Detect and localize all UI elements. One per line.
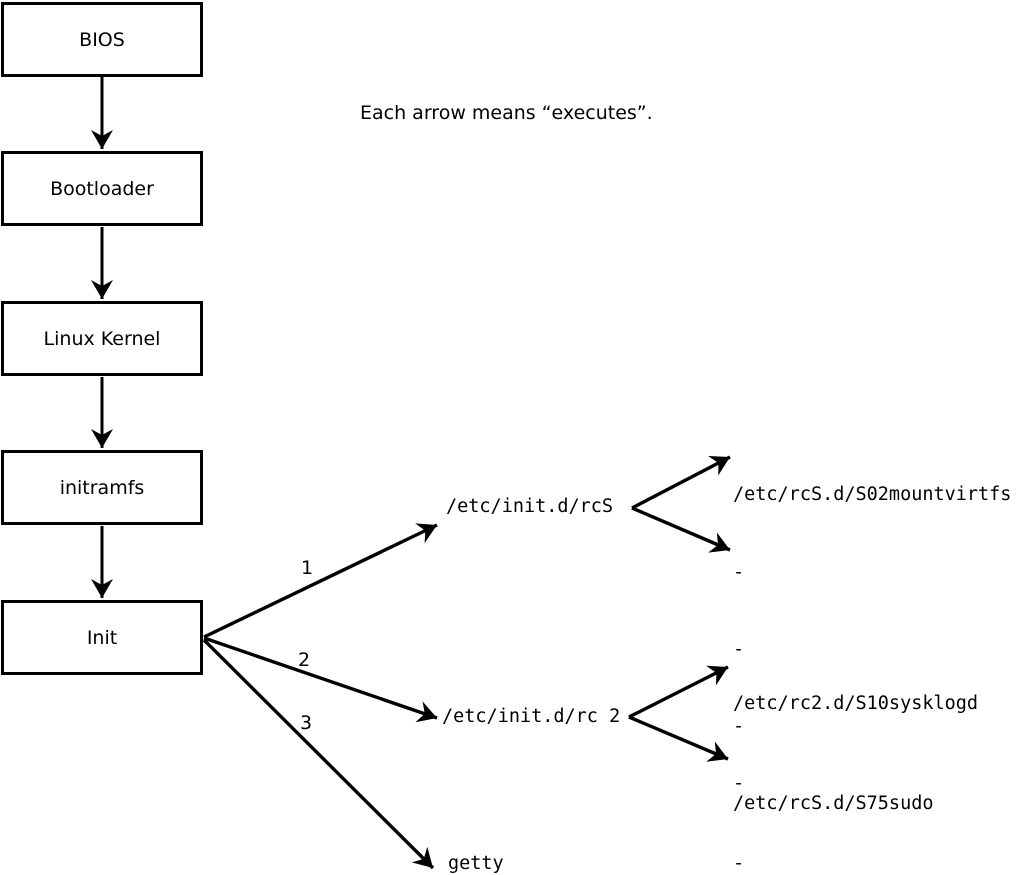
box-bootloader-label: Bootloader — [50, 177, 154, 200]
box-bios: BIOS — [1, 2, 203, 77]
rc2-target-item: - — [733, 772, 745, 794]
box-initramfs-label: initramfs — [59, 476, 145, 499]
box-init-label: Init — [86, 626, 118, 649]
arrow-rc2-to-S10sysklogd — [628, 665, 729, 719]
arrow-rc2-to-S99gdm — [628, 715, 729, 762]
arrow-rcS-to-S75sudo — [631, 506, 731, 553]
rcS-target-item: - — [733, 561, 745, 583]
rcS-target-item: - — [733, 638, 745, 660]
arrow-init-to-getty — [202, 638, 435, 870]
fan-label-2: 2 — [298, 649, 311, 671]
script-rc2: /etc/init.d/rc 2 — [442, 706, 621, 727]
box-initramfs: initramfs — [1, 450, 203, 525]
rcS-target-list: /etc/rcS.d/S02mountvirtfs - - - /etc/rcS… — [733, 431, 1011, 868]
arrow-init-to-rc2 — [203, 636, 438, 723]
script-rcS: /etc/init.d/rcS — [446, 496, 614, 517]
box-bootloader: Bootloader — [1, 151, 203, 226]
rcS-target-item: /etc/rcS.d/S75sudo — [733, 792, 934, 814]
rcS-target-item: /etc/rcS.d/S02mountvirtfs — [733, 484, 1012, 506]
box-init: Init — [1, 600, 203, 675]
arrow-rcS-to-S02mountvirtfs — [631, 455, 731, 510]
fan-label-3: 3 — [300, 712, 313, 734]
script-getty: getty — [448, 853, 504, 874]
arrow-init-to-rcS — [203, 523, 438, 639]
rcS-target-item: - — [733, 715, 745, 737]
box-linux-kernel-label: Linux Kernel — [43, 327, 161, 350]
rc2-target-item: - — [733, 852, 745, 874]
box-bios-label: BIOS — [79, 28, 125, 51]
fan-label-1: 1 — [301, 557, 314, 579]
box-linux-kernel: Linux Kernel — [1, 301, 203, 376]
rc2-target-list: /etc/rc2.d/S10sysklogd - - - /etc/rc2.d/… — [733, 638, 978, 875]
legend-note: Each arrow means “executes”. — [360, 102, 653, 124]
rc2-target-item: /etc/rc2.d/S10sysklogd — [733, 693, 979, 715]
